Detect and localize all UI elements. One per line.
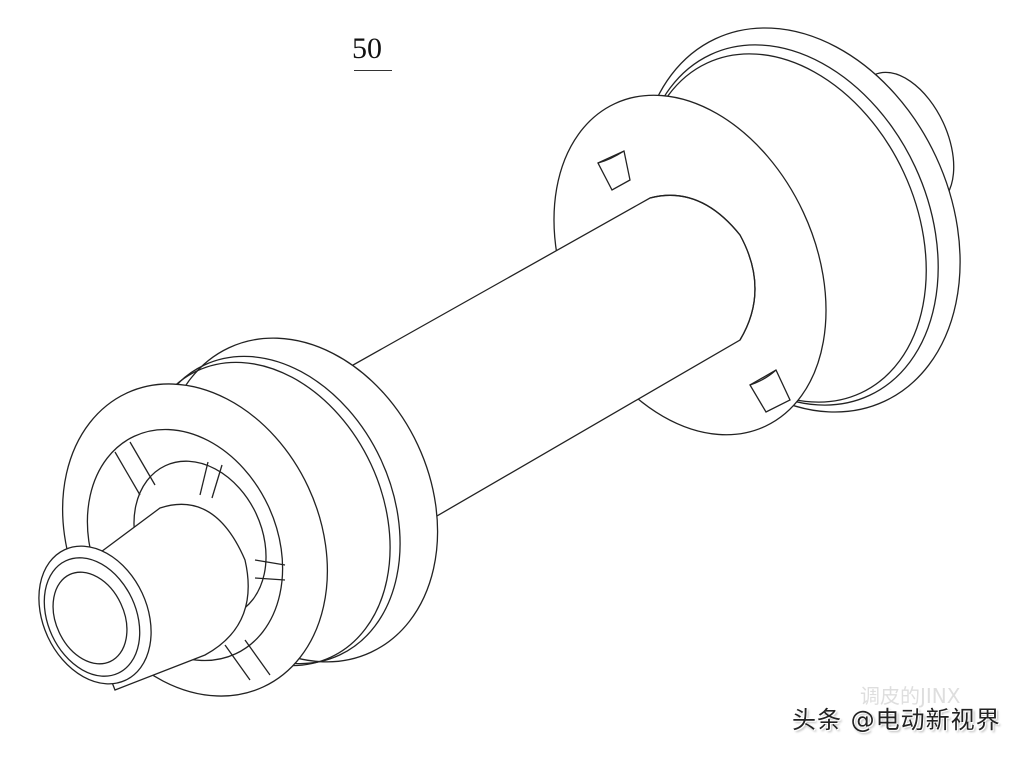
shaft <box>329 194 756 521</box>
reference-underline <box>354 70 392 71</box>
reference-numeral: 50 <box>352 32 382 65</box>
left-hub <box>38 337 439 697</box>
watermark-text: 头条 @电动新视界 <box>792 706 1001 734</box>
faint-watermark: 调皮的JINX <box>860 684 961 708</box>
